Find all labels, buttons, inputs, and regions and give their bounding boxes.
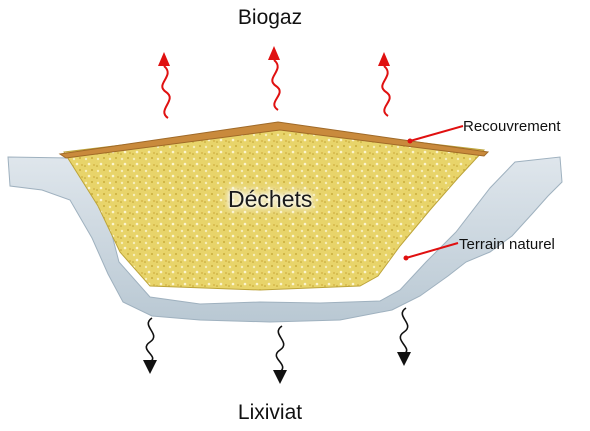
cover-callout-label: Recouvrement	[463, 118, 561, 135]
leachate-arrow-icon	[143, 318, 157, 374]
callout-cover	[408, 126, 464, 144]
leachate-arrow-icon	[273, 326, 287, 384]
ground-callout-label: Terrain naturel	[459, 236, 555, 253]
leachate-arrow-icon	[397, 308, 411, 366]
waste-label: Déchets	[228, 186, 312, 213]
biogaz-label: Biogaz	[0, 6, 540, 30]
gas-arrow-icon	[268, 46, 280, 110]
lixiviat-label: Lixiviat	[0, 401, 540, 425]
gas-arrow-icon	[158, 52, 170, 118]
gas-arrow-icon	[378, 52, 390, 116]
